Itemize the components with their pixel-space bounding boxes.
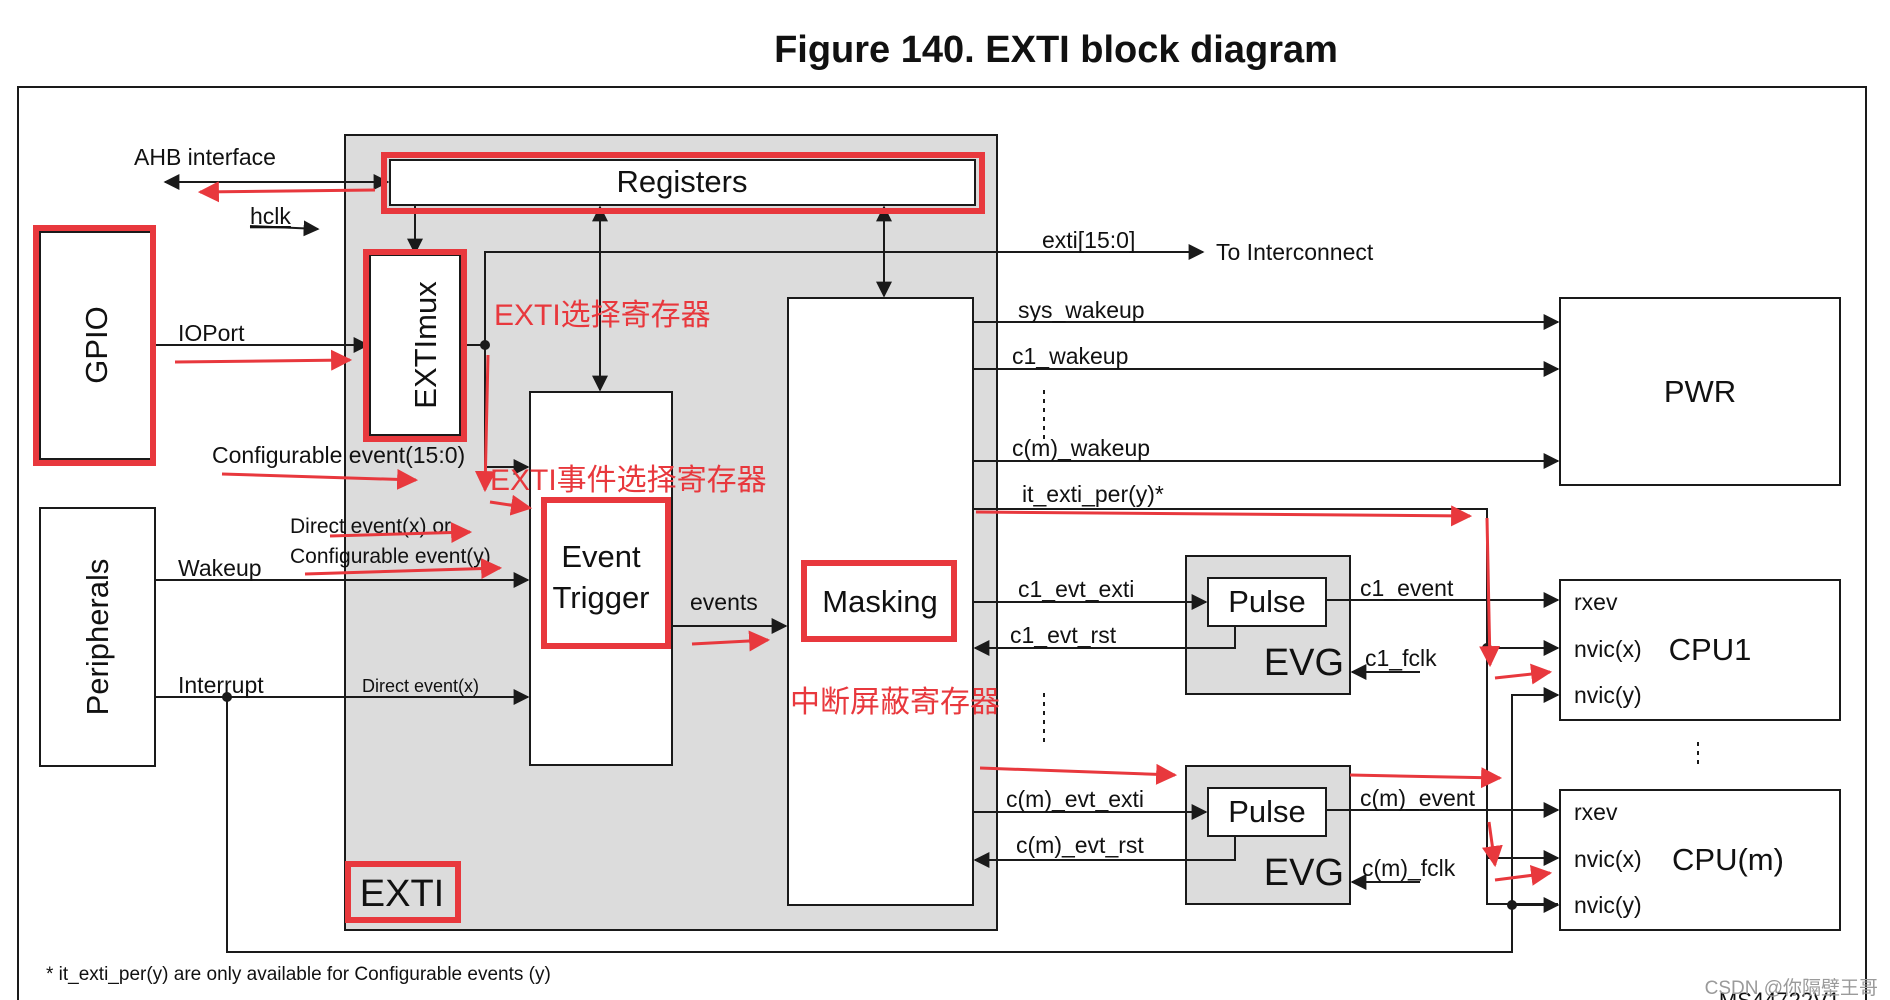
pwr-label: PWR <box>1664 374 1736 409</box>
interrupt-bypass <box>226 687 1560 953</box>
figure-title: Figure 140. EXTI block diagram <box>774 29 1338 71</box>
sys-wakeup-label: sys_wakeup <box>1018 297 1145 323</box>
cm-evt-rst-line <box>973 836 1236 868</box>
event-trigger-block <box>529 391 673 766</box>
pulsem-block <box>1207 787 1327 837</box>
cm-wakeup-label: c(m)_wakeup <box>1012 435 1150 461</box>
cm-fclk-label: c(m)_fclk <box>1362 855 1456 881</box>
it-exti-per-label: it_exti_per(y)* <box>1022 481 1164 507</box>
cpu1-label: CPU1 <box>1669 632 1752 667</box>
red-arrow-evg-m <box>979 763 1178 785</box>
c1-wakeup-label: c1_wakeup <box>1012 343 1128 369</box>
mux-out-bus <box>460 244 1205 346</box>
annotation-interrupt-mask: 中断屏蔽寄存器 <box>790 686 1000 719</box>
wakeup-label: Wakeup <box>178 555 262 581</box>
cpum-nvicy-label: nvic(y) <box>1574 892 1642 918</box>
c1-evt-rst-line <box>973 626 1236 656</box>
highlight-registers <box>381 152 985 214</box>
cpum-nvicx-label: nvic(x) <box>1574 846 1642 872</box>
masking-label: Masking <box>822 584 937 619</box>
registers-label: Registers <box>617 164 748 199</box>
pwr-block <box>1559 297 1841 486</box>
red-arrow-event-m <box>1349 767 1503 789</box>
ioport-label: IOPort <box>178 320 245 346</box>
direct-event-label: Direct event(x) <box>362 676 479 696</box>
interrupt-label: Interrupt <box>178 672 264 698</box>
red-arrow-wakeup <box>304 558 503 580</box>
red-arrow-mux-down <box>474 354 496 493</box>
direct-or-label-2: Configurable event(y) <box>290 545 491 568</box>
red-arrow-it-exti <box>975 505 1473 527</box>
cpu1-block <box>1559 579 1841 721</box>
cm-evt-rst-label: c(m)_evt_rst <box>1016 832 1144 858</box>
red-arrow-direct <box>329 522 473 544</box>
peripherals-label: Peripherals <box>80 559 115 716</box>
c1-event-label: c1_event <box>1360 575 1454 601</box>
highlight-masking <box>801 560 957 642</box>
watermark: CSDN @你隔壁王哥 <box>1705 977 1878 999</box>
red-arrow-cfg-trigger <box>489 494 533 516</box>
c1-fclk-label: c1_fclk <box>1365 645 1437 671</box>
red-arrow-it-cpum <box>1494 864 1553 886</box>
event-trigger-label-1: Event <box>561 539 641 574</box>
outer-frame <box>17 86 1867 1000</box>
highlight-event-trigger <box>541 497 671 649</box>
red-arrow-cfg <box>221 468 419 490</box>
registers-block <box>389 159 976 206</box>
to-interconnect-label: To Interconnect <box>1216 239 1374 265</box>
exti-label: EXTI <box>360 873 444 915</box>
exti-bus-label: exti[15:0] <box>1042 227 1135 253</box>
event-trigger-label-2: Trigger <box>552 580 649 615</box>
peripherals-block <box>39 507 156 767</box>
c1-evt-exti-label: c1_evt_exti <box>1018 576 1134 602</box>
cpum-block <box>1559 789 1841 931</box>
red-arrow-it-down <box>1479 517 1501 668</box>
evgm-label: EVG <box>1264 852 1344 894</box>
cpum-label: CPU(m) <box>1672 842 1784 877</box>
evg1-label: EVG <box>1264 642 1344 684</box>
annotation-exti-select: EXTI选择寄存器 <box>494 299 711 332</box>
cpum-rxev-label: rxev <box>1574 799 1618 825</box>
gpio-label: GPIO <box>79 306 114 384</box>
cm-evt-exti-label: c(m)_evt_exti <box>1006 786 1144 812</box>
highlight-extimux <box>363 249 467 442</box>
cfg-event-label: Configurable event(15:0) <box>212 442 465 468</box>
annotation-event-select: EXTI事件选择寄存器 <box>490 464 767 497</box>
it-exti-per-line <box>973 508 1558 905</box>
events-label: events <box>690 589 758 615</box>
hclk-label: hclk <box>250 203 291 229</box>
pulsem-label: Pulse <box>1228 794 1306 829</box>
red-arrow-it-cpu1 <box>1494 663 1553 685</box>
hclk-line <box>249 220 320 237</box>
footnote: * it_exti_per(y) are only available for … <box>46 964 551 985</box>
pulse1-block <box>1207 577 1327 627</box>
highlight-exti <box>345 861 461 923</box>
figure-code: MS44722V1 <box>1719 988 1840 1000</box>
cpu1-nvicy-label: nvic(y) <box>1574 682 1642 708</box>
red-arrow-ahb <box>197 181 376 203</box>
red-arrow-ioport <box>174 349 353 371</box>
red-arrow-it-down-m <box>1481 821 1503 868</box>
extimux-label: EXTImux <box>408 281 443 409</box>
pulse1-label: Pulse <box>1228 584 1306 619</box>
cpu1-rxev-label: rxev <box>1574 589 1618 615</box>
ahb-label: AHB interface <box>134 144 276 170</box>
c1-evt-rst-label: c1_evt_rst <box>1010 622 1117 648</box>
cpu1-nvicx-label: nvic(x) <box>1574 636 1642 662</box>
red-arrow-events <box>691 630 771 652</box>
cm-event-label: c(m)_event <box>1360 785 1476 811</box>
highlight-gpio <box>33 225 156 466</box>
